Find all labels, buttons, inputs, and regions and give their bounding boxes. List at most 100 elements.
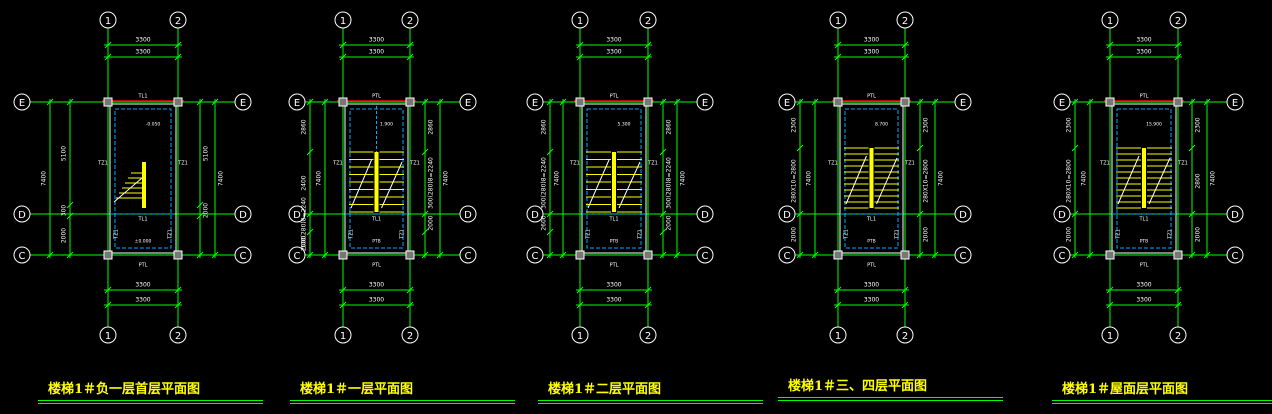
wall-outline [581,103,647,254]
dimension-tick [421,210,429,218]
axis-bubble-1-top-label: 1 [577,16,583,27]
axis-bubble-1-bottom [1101,326,1119,344]
title-underline [290,400,515,401]
axis-bubble-1-bottom [99,326,117,344]
axis-bubble-1-bottom-label: 1 [340,331,346,342]
axis-bubble-E-right-label: E [240,98,246,109]
axis-bubble-E-left [526,93,544,111]
dimension-tick [673,98,681,106]
title-underline [1052,400,1272,401]
axis-bubble-E-right-label: E [702,98,708,109]
column-label-left: TZ1 [332,161,343,167]
dimension-text: 7400 [554,171,561,186]
dimension-text: 3300 [864,297,879,304]
dimension-tick [174,301,182,309]
dimension-text: 2000 [791,227,798,242]
axis-bubble-2-top [169,11,187,29]
column [405,97,415,107]
dimension-tick [104,286,112,294]
dimension-tick [546,98,554,106]
dimension-text: 2860 [666,119,673,134]
dimension-tick [559,251,567,259]
dimension-tick [644,286,652,294]
dimension-tick [1174,53,1182,61]
dimension-text: 3300 [135,37,150,44]
title-underline [538,403,763,404]
axis-bubble-E-left-label: E [532,98,538,109]
dimension-tick [436,98,444,106]
axis-bubble-D-right [696,205,714,223]
axis-bubble-2-bottom [169,326,187,344]
dimension-tick [659,251,667,259]
dimension-tick [1174,286,1182,294]
dimension-tick [673,251,681,259]
dimension-text: 5100 [203,146,210,161]
dimension-text: 3300 [864,282,879,289]
dimension-tick [811,251,819,259]
dimension-text: 2300 [1195,117,1202,132]
dimension-tick [104,301,112,309]
axis-bubble-D-right-label: D [959,210,967,221]
axis-bubble-D-left-label: D [783,210,791,221]
dimension-tick [339,286,347,294]
plan-title-3: 楼梯1＃二层平面图 [548,382,662,397]
dimension-tick [576,53,584,61]
dimension-tick [104,53,112,61]
beam-label-mid: TL1 [137,217,147,223]
dimension-tick [1188,251,1196,259]
dimension-tick [1188,210,1196,218]
column [643,97,653,107]
axis-bubble-2-top [401,11,419,29]
dimension-tick [931,98,939,106]
axis-bubble-C-left-label: C [1059,251,1066,262]
stair-arrow [113,177,143,203]
dimension-tick [546,228,554,236]
stair-arrow [1148,157,1171,205]
dimension-tick [901,53,909,61]
plan-title-1: 楼梯1＃负一层首层平面图 [48,382,201,397]
dimension-text: 2000 [1066,227,1073,242]
elevation-label-2: PTB [372,239,381,245]
dimension-tick [576,41,584,49]
beam-label-top: PTL [372,94,381,100]
axis-bubble-D-right-label: D [464,210,472,221]
dimension-tick [1203,251,1211,259]
dimension-tick [174,286,182,294]
axis-bubble-2-bottom-label: 2 [175,331,181,342]
axis-bubble-1-top [99,11,117,29]
dimension-tick [901,41,909,49]
axis-bubble-2-bottom [896,326,914,344]
axis-bubble-2-top-label: 2 [645,16,651,27]
axis-bubble-E-right-label: E [1232,98,1238,109]
axis-bubble-C-left-label: C [294,251,301,262]
axis-bubble-D-left-label: D [293,210,301,221]
stair-rail [612,152,616,212]
column [643,250,653,260]
column [833,250,843,260]
dimension-tick [1086,98,1094,106]
axis-bubble-2-top [1169,11,1187,29]
dimension-tick [644,53,652,61]
elevation-label-2: PTB [867,239,876,245]
axis-bubble-1-top-label: 1 [340,16,346,27]
dimension-tick [1174,301,1182,309]
dimension-tick [659,210,667,218]
dimension-tick [1174,41,1182,49]
dimension-text: 3300 [369,37,384,44]
dimension-tick [306,210,314,218]
dimension-tick [834,41,842,49]
dimension-tick [811,98,819,106]
wall-label-left: TZ1 [349,229,355,240]
dimension-text: 2300 [791,117,798,132]
dimension-tick [1106,41,1114,49]
dimension-tick [796,144,804,152]
dimension-tick [576,286,584,294]
axis-bubble-D-right-label: D [239,210,247,221]
dimension-tick [46,251,54,259]
axis-bubble-C-left [778,246,796,264]
dimension-tick [174,41,182,49]
wall-outline [344,103,409,254]
column [900,97,910,107]
axis-bubble-D-left [1053,205,1071,223]
